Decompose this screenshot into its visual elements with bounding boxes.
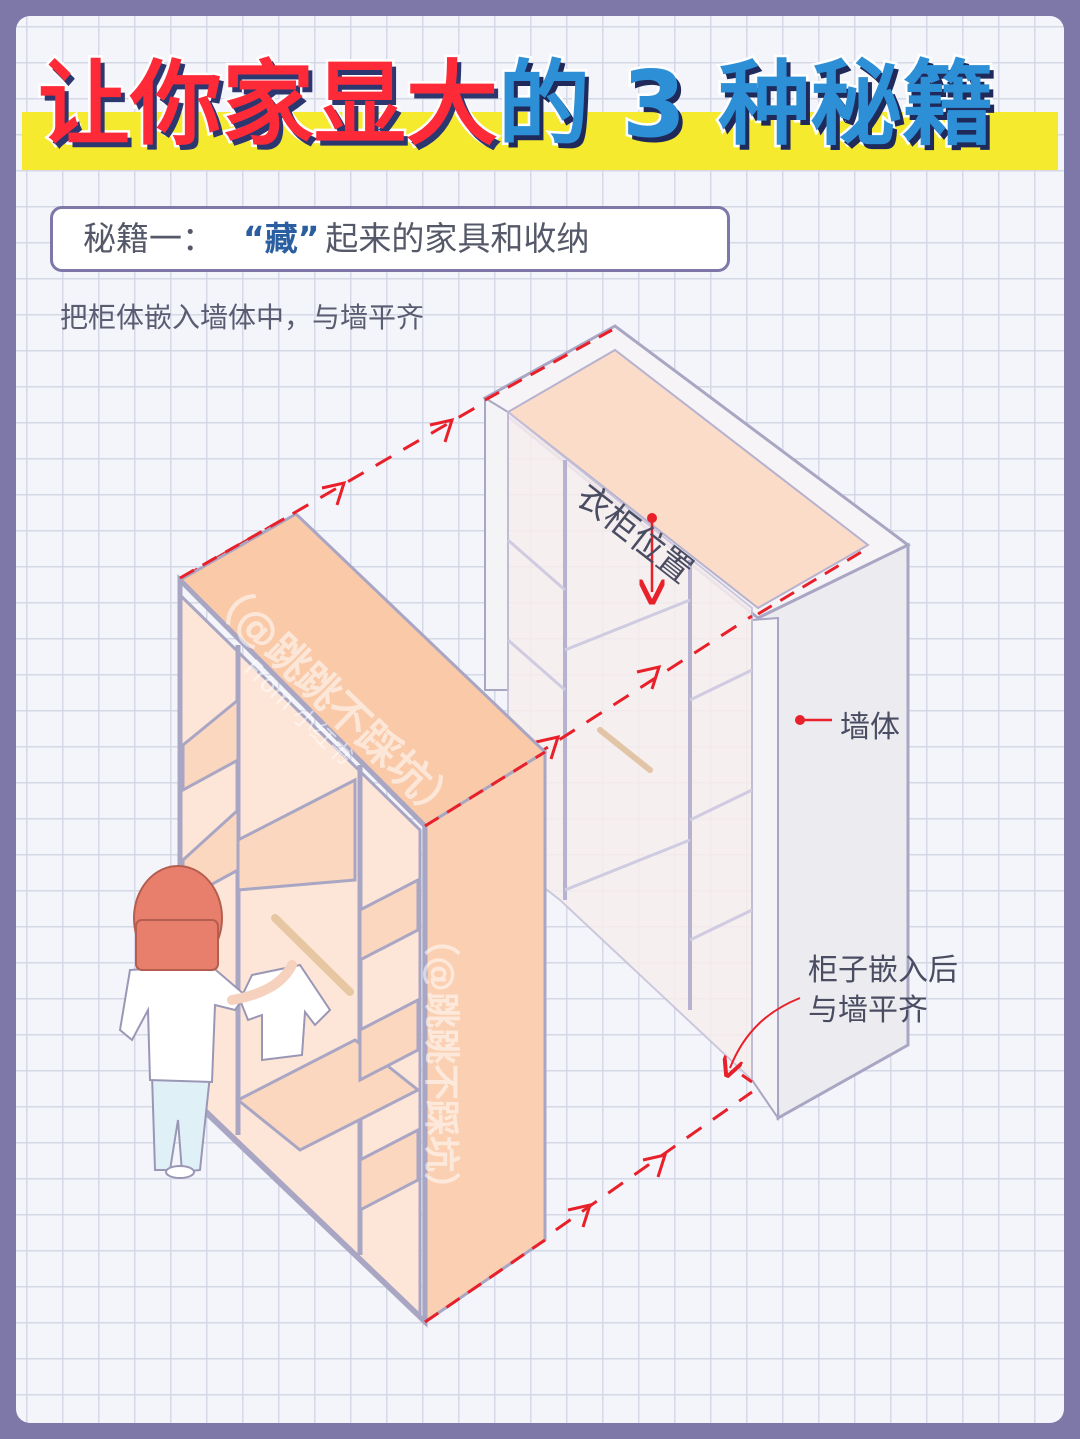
tip-prefix: 秘籍一： [83, 219, 215, 258]
title-red-part: 让你家显大 [35, 49, 500, 161]
title-blue-part: 的 3 种秘籍 [496, 49, 997, 161]
tip-heading: 秘籍一： “藏”起来的家具和收纳 [50, 206, 730, 272]
wall-label: 墙体 [840, 710, 900, 745]
flush-note-line1: 柜子嵌入后 [808, 953, 958, 988]
tip-description: 把柜体嵌入墙体中，与墙平齐 [60, 301, 425, 334]
wall-niche [482, 324, 911, 1122]
watermark-handle-side: （@跳跳不踩坑） [420, 920, 461, 1209]
wardrobe [177, 510, 548, 1328]
tip-highlight: “藏” [243, 219, 320, 258]
flush-note-line2: 与墙平齐 [808, 993, 928, 1028]
person-figure [118, 865, 297, 1179]
tip-rest: 起来的家具和收纳 [325, 219, 590, 258]
title-highlight-band [22, 112, 1058, 170]
page-title: 让你家显大的 3 种秘籍 [35, 40, 1048, 170]
